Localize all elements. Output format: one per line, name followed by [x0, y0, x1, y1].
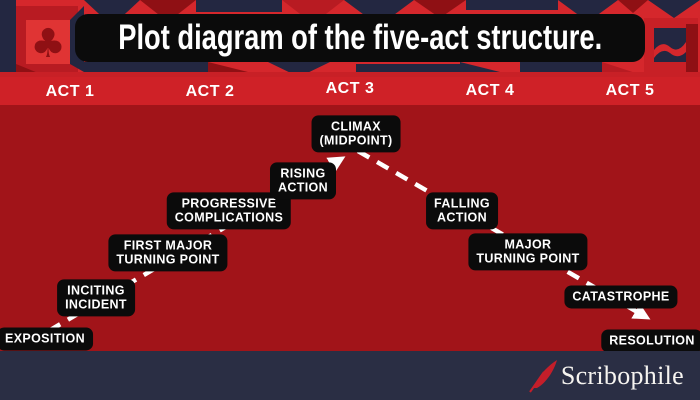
- plot-point-rising-action: RISING ACTION: [269, 162, 337, 200]
- page-title: Plot diagram of the five-act structure.: [118, 18, 602, 57]
- act-label-2: ACT 2: [185, 83, 235, 100]
- act-label-1: ACT 1: [45, 83, 95, 100]
- act-bar: ACT 1 ACT 2 ACT 3 ACT 4 ACT 5: [0, 77, 700, 105]
- wave-icon: [654, 28, 686, 62]
- quill-icon: [529, 359, 557, 393]
- scribophile-logo[interactable]: Scribophile: [529, 359, 684, 393]
- act-label-4: ACT 4: [465, 82, 515, 99]
- title-banner: Plot diagram of the five-act structure.: [75, 14, 645, 62]
- plot-point-falling-action: FALLING ACTION: [426, 192, 498, 230]
- club-icon: ♣: [30, 21, 66, 67]
- plot-point-inciting-incident: INCITING INCIDENT: [57, 279, 135, 317]
- plot-point-resolution: RESOLUTION: [601, 329, 700, 353]
- act-label-5: ACT 5: [605, 82, 655, 99]
- plot-point-climax-midpoint: CLIMAX (MIDPOINT): [311, 115, 401, 153]
- act-label-3: ACT 3: [325, 80, 375, 97]
- footer: Scribophile: [0, 351, 700, 400]
- brand-name: Scribophile: [560, 360, 684, 390]
- plot-point-exposition: EXPOSITION: [0, 327, 93, 351]
- plot-point-major-turning-point: MAJOR TURNING POINT: [468, 233, 588, 271]
- plot-point-catastrophe: CATASTROPHE: [564, 285, 678, 309]
- plot-point-first-major-turning-point: FIRST MAJOR TURNING POINT: [108, 234, 228, 272]
